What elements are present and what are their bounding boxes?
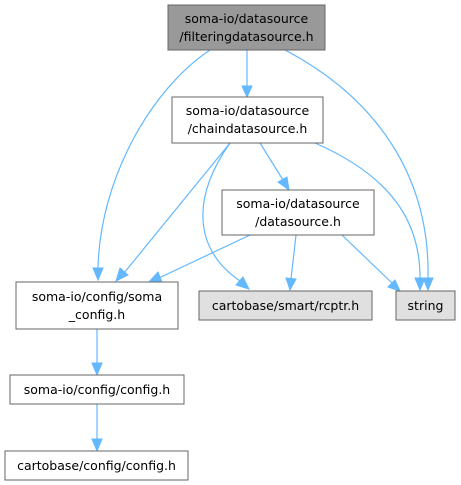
node-config[interactable]: soma-io/config/config.h: [9, 374, 185, 405]
edge-chain-to-datasource: [259, 142, 290, 192]
edge-datasource-to-rcptr: [285, 234, 297, 292]
node-string[interactable]: string: [395, 290, 456, 321]
edge-chain-to-somaconfig: [115, 142, 231, 282]
node-filteringdatasource-line2: /filteringdatasource.h: [179, 29, 313, 44]
edge-filtering-to-chain: [241, 50, 253, 99]
edge-chain-to-rcptr: [202, 142, 250, 290]
edge-filtering-to-string: [284, 49, 434, 292]
node-chaindatasource[interactable]: soma-io/datasource /chaindatasource.h: [171, 96, 324, 144]
node-rcptr-label: cartobase/smart/rcptr.h: [212, 298, 359, 313]
node-config-label: soma-io/config/config.h: [24, 382, 170, 397]
node-datasource-line1: soma-io/datasource: [236, 196, 360, 211]
edge-somaconfig-to-config: [91, 329, 103, 377]
node-chaindatasource-line2: /chaindatasource.h: [188, 121, 308, 136]
edge-datasource-to-string: [341, 234, 401, 292]
edge-datasource-to-somaconfig: [146, 234, 251, 284]
node-cartobase-config[interactable]: cartobase/config/config.h: [4, 450, 189, 481]
node-string-label: string: [408, 298, 444, 313]
edge-chain-to-string: [314, 142, 426, 292]
node-filteringdatasource[interactable]: soma-io/datasource /filteringdatasource.…: [167, 4, 326, 51]
node-cartobase-config-label: cartobase/config/config.h: [17, 458, 176, 473]
node-soma-config-line2: _config.h: [68, 307, 125, 322]
node-datasource-line2: /datasource.h: [255, 214, 341, 229]
edge-config-to-cartobaseconfig: [91, 404, 103, 453]
node-rcptr[interactable]: cartobase/smart/rcptr.h: [198, 290, 373, 321]
node-filteringdatasource-line1: soma-io/datasource: [185, 11, 309, 26]
node-chaindatasource-line1: soma-io/datasource: [186, 103, 310, 118]
node-soma-config-line1: soma-io/config/soma: [32, 289, 162, 304]
edge-filtering-to-somaconfig: [92, 49, 211, 282]
node-soma-config[interactable]: soma-io/config/soma _config.h: [15, 281, 179, 330]
node-datasource[interactable]: soma-io/datasource /datasource.h: [221, 189, 375, 236]
